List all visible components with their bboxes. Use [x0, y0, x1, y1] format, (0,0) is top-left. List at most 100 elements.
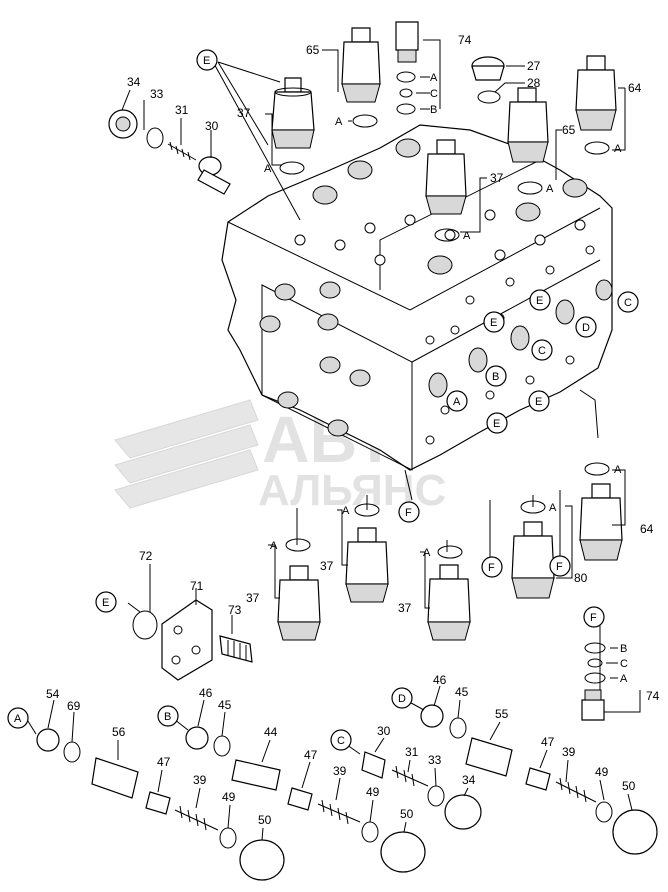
callout-28: 28	[527, 76, 541, 90]
oring-f-c	[587, 658, 603, 668]
callout-45: 45	[455, 685, 469, 699]
letter-f-right: F	[583, 606, 605, 628]
callout-50: 50	[622, 779, 636, 793]
callout-64: 64	[640, 522, 654, 536]
letter-e-3: E	[528, 390, 550, 412]
callout-30: 30	[377, 724, 391, 738]
watermark-logo-icon	[114, 399, 259, 509]
spring-31-top	[167, 141, 197, 161]
label-a: A	[614, 143, 622, 155]
cartridge-37-low-mid	[345, 527, 389, 603]
oring-33-top	[146, 127, 164, 149]
callout-64: 64	[628, 81, 642, 95]
letter-e-2: E	[483, 311, 505, 333]
label-a: A	[264, 163, 272, 175]
callout-34: 34	[127, 75, 141, 89]
oring-f-a	[584, 672, 606, 684]
callout-46: 46	[433, 673, 447, 687]
svg-text:D: D	[582, 322, 590, 334]
callout-39: 39	[333, 764, 347, 778]
letter-a-bot: A	[7, 707, 29, 729]
letter-b-bot: B	[157, 705, 179, 727]
callout-37: 37	[320, 559, 334, 573]
cartridge-64-top	[575, 55, 617, 131]
letter-f-mid: F	[398, 501, 420, 523]
callout-31: 31	[175, 103, 189, 117]
letter-c-bot: C	[330, 729, 352, 751]
bottom-row-parts	[36, 704, 658, 881]
callout-56: 56	[112, 725, 126, 739]
callout-27: 27	[527, 59, 541, 73]
callout-numbers: 34 33 31 30 37 65 74 27 28 65 64 37 64 8…	[46, 33, 660, 827]
letter-e-top: E	[196, 49, 218, 71]
leader-lines	[25, 39, 641, 841]
callout-50: 50	[258, 813, 272, 827]
label-b: B	[430, 104, 437, 116]
callout-49: 49	[595, 765, 609, 779]
label-a: A	[423, 547, 431, 559]
callout-37: 37	[490, 171, 504, 185]
callout-72: 72	[139, 549, 153, 563]
letter-d-right: D	[575, 316, 597, 338]
valve-block	[221, 124, 613, 471]
label-a: A	[549, 502, 557, 514]
callout-50: 50	[400, 807, 414, 821]
plug-27	[471, 56, 505, 81]
letter-c-right: C	[617, 291, 639, 313]
callout-47: 47	[304, 748, 318, 762]
label-a: A	[546, 183, 554, 195]
oring-letters: A A A A A A C B A A A A A B C A	[264, 72, 628, 685]
letter-a-mid: A	[446, 390, 468, 412]
svg-text:C: C	[538, 345, 546, 357]
svg-text:E: E	[535, 396, 542, 408]
letter-e-1: E	[529, 289, 551, 311]
callout-69: 69	[67, 699, 81, 713]
letter-b-mid: B	[485, 365, 507, 387]
svg-text:C: C	[337, 735, 345, 747]
letter-d-bot: D	[391, 687, 413, 709]
label-a: A	[270, 540, 278, 552]
cartridge-65-top	[341, 27, 381, 103]
callout-74: 74	[646, 689, 660, 703]
orings-a	[279, 71, 610, 559]
oring-72	[132, 610, 158, 640]
callout-31: 31	[405, 745, 419, 759]
cartridge-37-top	[271, 77, 315, 149]
callout-71: 71	[190, 579, 204, 593]
svg-text:D: D	[398, 693, 406, 705]
callout-44: 44	[264, 725, 278, 739]
oring-f-b	[584, 642, 606, 654]
cartridge-37-center	[425, 139, 467, 215]
label-c: C	[620, 658, 628, 670]
label-a: A	[614, 464, 622, 476]
label-b: B	[620, 643, 627, 655]
callout-33: 33	[428, 753, 442, 767]
svg-text:A: A	[14, 713, 22, 725]
callout-37: 37	[237, 106, 251, 120]
callout-37: 37	[246, 591, 260, 605]
callout-33: 33	[150, 87, 164, 101]
svg-text:E: E	[102, 597, 109, 609]
poppet-30-top	[197, 156, 231, 195]
label-a: A	[335, 116, 343, 128]
plug-74-top	[395, 21, 419, 63]
callout-47: 47	[541, 735, 555, 749]
svg-text:E: E	[203, 55, 210, 67]
svg-text:C: C	[624, 297, 632, 309]
svg-text:F: F	[590, 612, 597, 624]
letter-f-low2: F	[549, 555, 571, 577]
callout-46: 46	[199, 686, 213, 700]
plug-73	[219, 635, 253, 663]
callout-80: 80	[574, 571, 588, 585]
svg-text:A: A	[453, 396, 461, 408]
cover-71	[161, 599, 213, 681]
cartridge-64-low	[579, 483, 623, 561]
cartridge-37-low-right	[427, 564, 471, 641]
svg-text:F: F	[488, 562, 495, 574]
label-a: A	[463, 230, 471, 242]
cartridge-37-low-left	[277, 565, 321, 641]
letter-f-low1: F	[481, 556, 503, 578]
label-c: C	[430, 88, 438, 100]
svg-text:B: B	[492, 371, 499, 383]
